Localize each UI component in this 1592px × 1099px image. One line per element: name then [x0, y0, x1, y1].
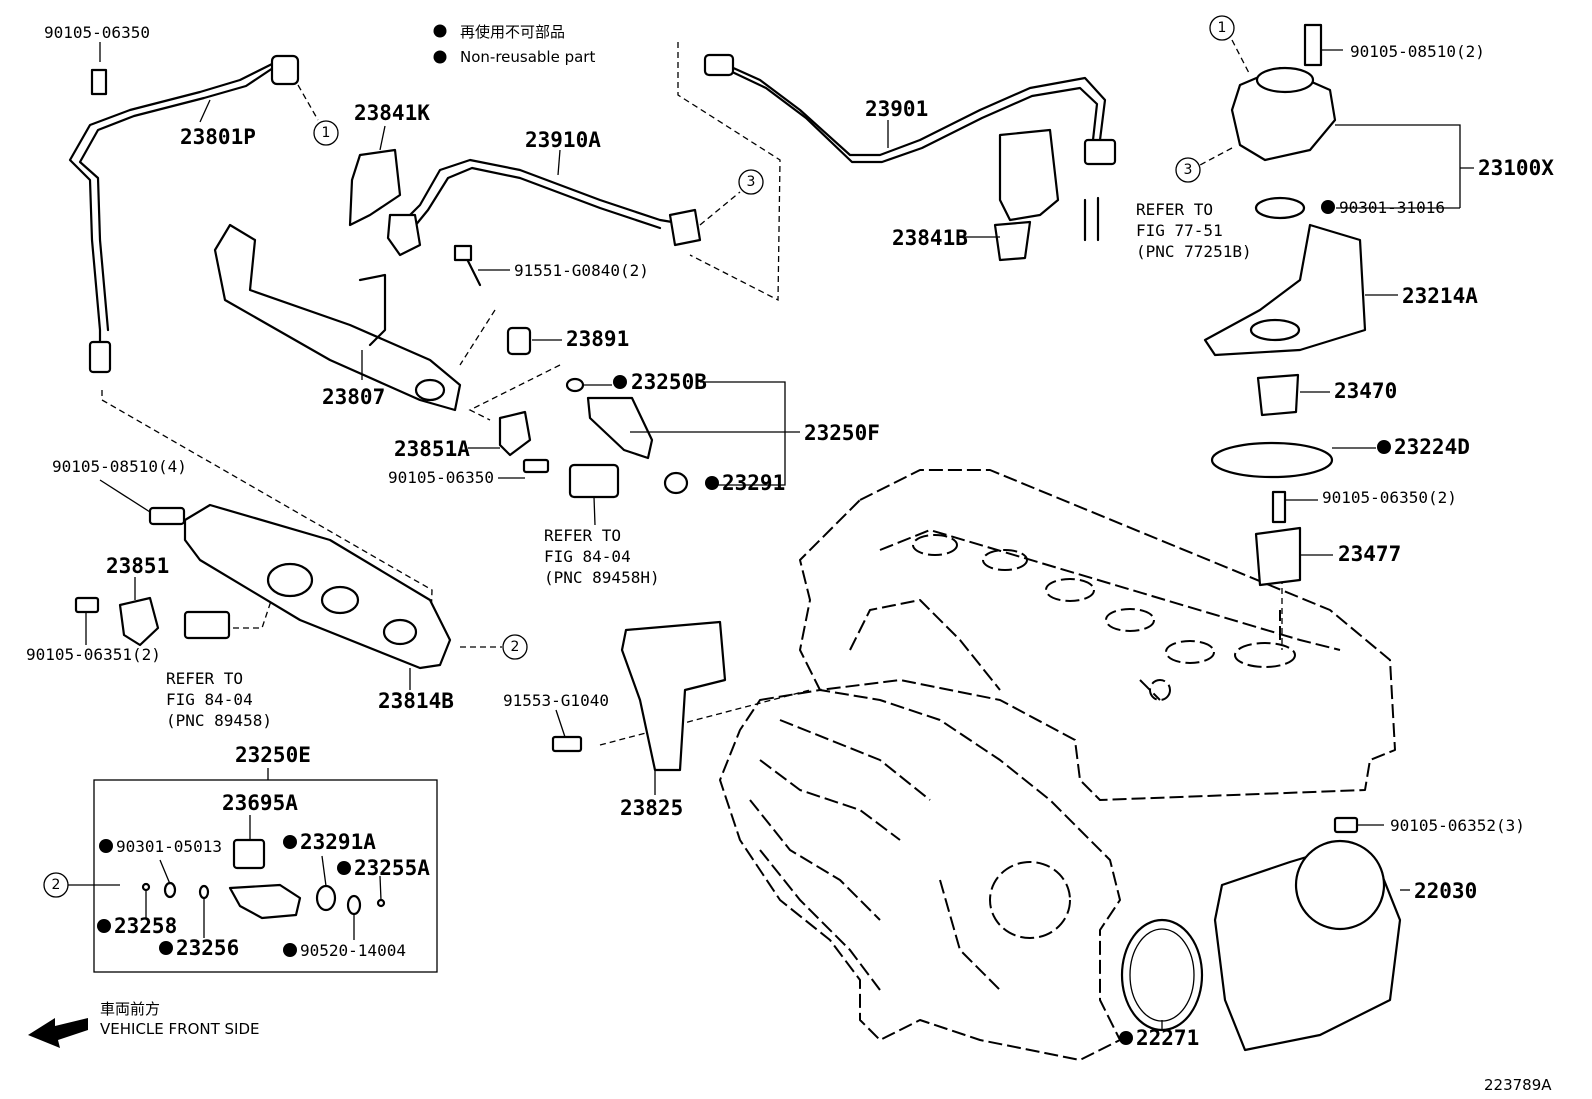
figure-code: 223789A — [1484, 1076, 1552, 1094]
label-22030: 22030 — [1414, 879, 1477, 903]
label-23801P: 23801P — [180, 125, 256, 149]
svg-text:2: 2 — [52, 877, 61, 893]
ref-84-04h-line1: REFER TO — [544, 526, 621, 545]
ref-77-51-line2: FIG 77-51 — [1136, 221, 1223, 240]
label-90105-06350-mid: 90105-06350 — [388, 468, 494, 487]
label-23910A: 23910A — [525, 128, 601, 152]
nonreusable-dot — [97, 919, 111, 933]
label-23851: 23851 — [106, 554, 169, 578]
nonreusable-dot — [283, 835, 297, 849]
label-23695A: 23695A — [222, 791, 298, 815]
label-23901: 23901 — [865, 97, 928, 121]
ref-77-51-line3: (PNC 77251B) — [1136, 242, 1252, 261]
label-23250F: 23250F — [804, 421, 880, 445]
subassembly-box — [93, 779, 438, 973]
label-23291A: 23291A — [300, 830, 376, 854]
label-23851A: 23851A — [394, 437, 470, 461]
label-22271: 22271 — [1136, 1026, 1199, 1050]
label-23250B: 23250B — [631, 370, 707, 394]
circle-ref-1b: 1 — [1209, 15, 1235, 41]
ref-84-04h-line2: FIG 84-04 — [544, 547, 631, 566]
label-90105-06350-2: 90105-06350(2) — [1322, 488, 1457, 507]
nonreusable-dot — [159, 941, 173, 955]
svg-text:1: 1 — [322, 125, 331, 141]
label-23891: 23891 — [566, 327, 629, 351]
nonreusable-dot — [1377, 440, 1391, 454]
circle-ref-1: 1 — [313, 120, 339, 146]
ref-84-04h-line3: (PNC 89458H) — [544, 568, 660, 587]
nonreusable-dot — [1119, 1031, 1133, 1045]
label-23814B: 23814B — [378, 689, 454, 713]
nonreusable-dot — [283, 943, 297, 957]
label-23100X: 23100X — [1478, 156, 1554, 180]
direction-ja: 車両前方 — [100, 1000, 160, 1018]
legend-en: Non-reusable part — [460, 48, 595, 66]
label-23255A: 23255A — [354, 856, 430, 880]
label-90105-06352: 90105-06352(3) — [1390, 816, 1525, 835]
ref-84-04-line3: (PNC 89458) — [166, 711, 272, 730]
label-23825: 23825 — [620, 796, 683, 820]
svg-text:2: 2 — [511, 639, 520, 655]
label-23214A: 23214A — [1402, 284, 1478, 308]
direction-en: VEHICLE FRONT SIDE — [100, 1020, 260, 1038]
label-23477: 23477 — [1338, 542, 1401, 566]
nonreusable-dot — [99, 839, 113, 853]
legend: 再使用不可部品 Non-reusable part — [433, 23, 595, 66]
svg-text:3: 3 — [747, 174, 756, 190]
nonreusable-dot — [337, 861, 351, 875]
part-labels: 90105-06350 23801P 23841K 23910A 23901 2… — [26, 23, 1554, 1050]
nonreusable-dot — [1321, 200, 1335, 214]
leader-lines — [68, 42, 1474, 1030]
legend-ja: 再使用不可部品 — [460, 23, 565, 41]
direction-note: 車両前方 VEHICLE FRONT SIDE — [100, 1000, 260, 1038]
label-90105-08510-4: 90105-08510(4) — [52, 457, 187, 476]
label-91551-G0840: 91551-G0840(2) — [514, 261, 649, 280]
part-drawings — [28, 23, 1402, 1052]
circle-ref-2: 2 — [502, 634, 528, 660]
label-90105-08510-2: 90105-08510(2) — [1350, 42, 1485, 61]
ref-77-51-line1: REFER TO — [1136, 200, 1213, 219]
ref-84-04-line1: REFER TO — [166, 669, 243, 688]
label-23224D: 23224D — [1394, 435, 1470, 459]
label-90520-14004: 90520-14004 — [300, 941, 406, 960]
circle-ref-2b: 2 — [43, 872, 69, 898]
label-23291: 23291 — [722, 471, 785, 495]
label-90105-06351: 90105-06351(2) — [26, 645, 161, 664]
svg-text:1: 1 — [1218, 20, 1227, 36]
circle-refs: 1 3 1 3 2 2 — [43, 15, 1235, 898]
label-90105-06350-top: 90105-06350 — [44, 23, 150, 42]
label-23807: 23807 — [322, 385, 385, 409]
nonreusable-dot — [613, 375, 627, 389]
circle-ref-3b: 3 — [1175, 157, 1201, 183]
svg-text:3: 3 — [1184, 162, 1193, 178]
engine-outline — [719, 469, 1396, 1061]
reference-lines — [101, 39, 1283, 746]
label-90301-31016: 90301-31016 — [1339, 198, 1445, 217]
label-23258: 23258 — [114, 914, 177, 938]
circle-ref-3: 3 — [738, 169, 764, 195]
label-23470: 23470 — [1334, 379, 1397, 403]
label-90301-05013: 90301-05013 — [116, 837, 222, 856]
label-91553-G1040: 91553-G1040 — [503, 691, 609, 710]
ref-84-04-line2: FIG 84-04 — [166, 690, 253, 709]
label-23256: 23256 — [176, 936, 239, 960]
label-23250E: 23250E — [235, 743, 311, 767]
label-23841K: 23841K — [354, 101, 430, 125]
label-23841B: 23841B — [892, 226, 968, 250]
nonreusable-dot — [705, 476, 719, 490]
